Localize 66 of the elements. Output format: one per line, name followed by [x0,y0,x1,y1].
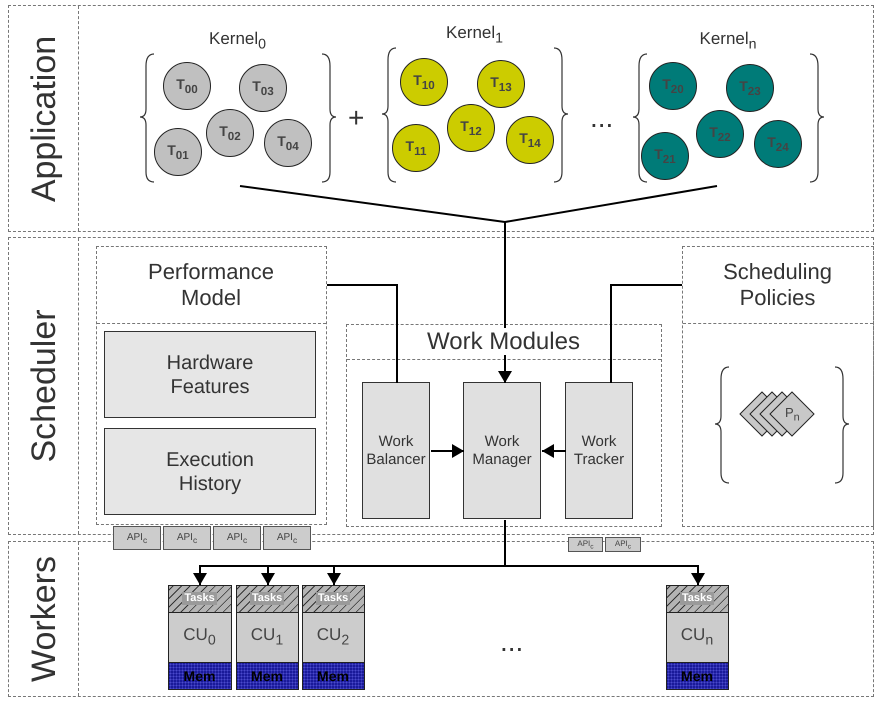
memory-label: Mem [666,662,728,688]
compute-unit-label: CU$_{n}$ [666,612,728,662]
api-tab: API$_{c}$ [263,526,311,550]
compute-unit-label: CU$_{2}$ [302,612,364,662]
task-circle: T$_{12}$ [447,104,495,152]
memory-label: Mem [168,662,230,688]
task-circle: T$_{22}$ [696,110,744,158]
compute-unit [302,584,364,690]
memory-label: Mem [236,662,298,688]
task-circle: T$_{04}$ [264,119,312,167]
task-circle: T$_{02}$ [206,109,254,157]
section-label: Application [27,35,61,202]
task-circle: T$_{03}$ [239,64,287,112]
task-circle: T$_{20}$ [649,62,697,110]
tasks-label: Tasks [666,586,728,612]
kernel-label: Kernel$_{0}$ [208,28,267,54]
task-circle: T$_{13}$ [477,60,525,108]
tasks-label: Tasks [236,586,298,612]
api-tab: API$_{c}$ [213,526,261,550]
panel-heading: Work Modules [346,324,660,360]
api-tab: API$_{c}$ [163,526,211,550]
module-panel [96,246,326,524]
task-circle: T$_{21}$ [641,132,689,180]
module-panel [682,246,874,526]
api-tab: API$_{c}$ [568,537,603,552]
compute-unit-label: CU$_{1}$ [236,612,298,662]
section-panel [8,5,874,232]
memory-label: Mem [302,662,364,688]
task-circle: T$_{11}$ [392,124,440,172]
tasks-label: Tasks [168,586,230,612]
task-circle: T$_{14}$ [506,116,554,164]
component-label: Work Tracker [572,432,626,468]
compute-unit [236,584,298,690]
task-circle: T$_{23}$ [726,64,774,112]
connector-arrow [431,444,464,458]
component-box [565,382,633,519]
ellipsis: ... [500,628,524,656]
module-panel [346,324,662,526]
tasks-label: Tasks [302,586,364,612]
kernel-label: Kernel$_{n}$ [698,28,758,54]
task-circle: T$_{10}$ [400,58,448,106]
component-box [362,382,430,519]
compute-unit [666,584,728,690]
component-label: Work Balancer [365,432,427,468]
component-label: Hardware Features [166,350,254,398]
connector-arrow [504,520,705,585]
connector-arrow [498,324,512,383]
task-circle: T$_{01}$ [154,128,202,176]
component-label: Work Manager [471,432,533,468]
section-label: Scheduler [27,309,61,463]
task-circle: T$_{24}$ [754,120,802,168]
kernel-label: Kernel$_{1}$ [444,22,504,48]
component-box [463,382,541,519]
component-label: Execution History [165,448,255,496]
task-circle: T$_{00}$ [163,62,211,110]
api-tab: API$_{c}$ [605,537,641,552]
component-box [104,331,316,418]
compute-unit-label: CU$_{0}$ [168,612,230,662]
compute-unit [168,584,232,690]
component-box [104,428,316,515]
connector-arrow [542,444,566,458]
api-tab: API$_{c}$ [113,526,161,550]
plus-sign: + [348,104,364,132]
section-label: Workers [27,556,61,682]
ellipsis: ... [590,104,614,132]
section-panel [8,237,874,535]
